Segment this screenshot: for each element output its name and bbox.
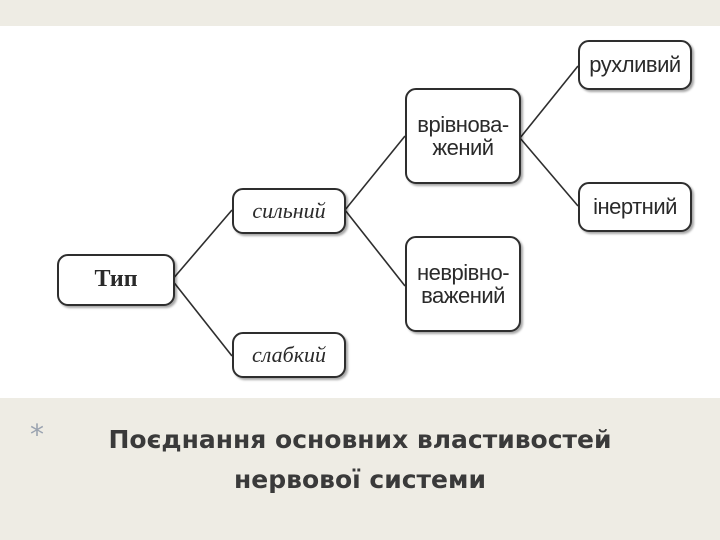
node-unbalanced-label: неврівно- важений — [416, 259, 510, 308]
node-root-label: Тип — [94, 266, 138, 293]
node-inert: інертний — [578, 182, 692, 232]
node-root-type: Тип — [57, 254, 175, 306]
diagram-area: Тип сильний слабкий врівнова- жений невр… — [0, 26, 720, 398]
caption-line-1: Поєднання основних властивостей — [108, 425, 612, 454]
connector-lines — [171, 65, 579, 357]
connector-root-weak — [171, 279, 233, 357]
node-mobile-label: рухливий — [589, 52, 681, 78]
caption-bullet: * — [30, 418, 44, 451]
node-strong-label: сильний — [252, 198, 326, 224]
node-inert-label: інертний — [593, 194, 677, 220]
node-balanced: врівнова- жений — [405, 88, 521, 184]
caption: Поєднання основних властивостей нервової… — [0, 420, 720, 500]
connector-root-strong — [171, 209, 233, 281]
node-balanced-label: врівнова- жений — [417, 111, 509, 160]
caption-line-2: нервової системи — [234, 465, 486, 494]
node-weak: слабкий — [232, 332, 346, 378]
connector-strong-unbalanced — [344, 209, 406, 287]
connector-balanced-inert — [519, 137, 579, 207]
node-weak-label: слабкий — [252, 342, 326, 368]
node-mobile: рухливий — [578, 40, 692, 90]
connector-balanced-mobile — [519, 65, 579, 139]
node-unbalanced: неврівно- важений — [405, 236, 521, 332]
node-strong: сильний — [232, 188, 346, 234]
connector-strong-balanced — [344, 135, 406, 211]
top-band — [0, 0, 720, 26]
